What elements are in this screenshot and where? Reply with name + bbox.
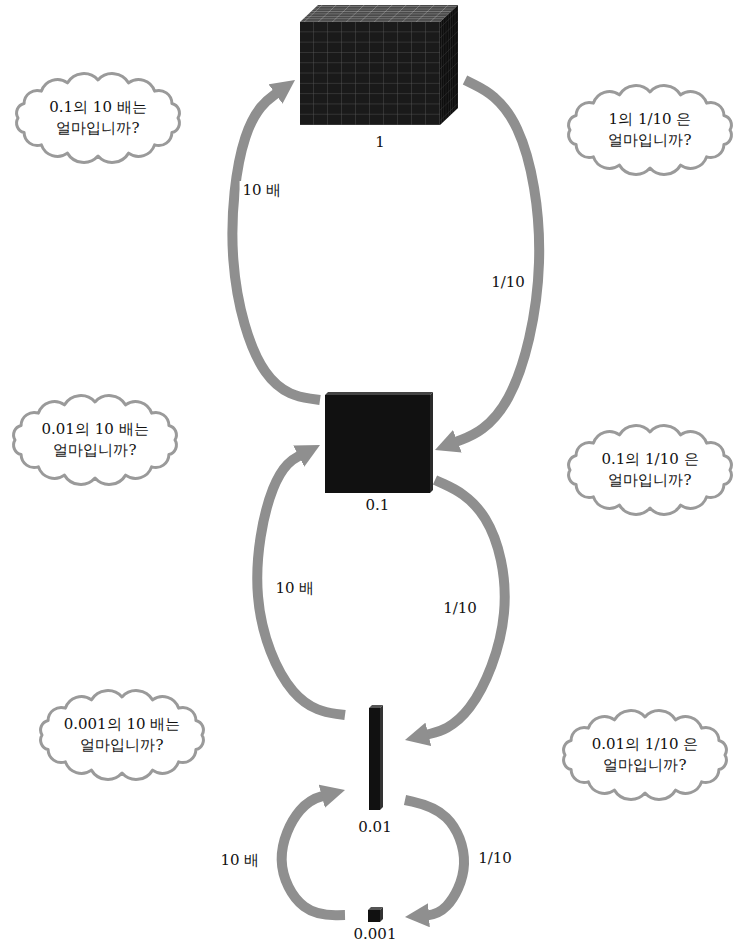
arrow-label: 10 배 [218,851,263,869]
rod-block [369,705,383,810]
cube-front-grid [300,22,440,125]
question-cloud: 0.01의 10 배는 얼마입니까? [4,391,186,489]
cloud-outline [31,686,213,784]
block-figure: 1 [295,0,465,150]
arrow-label: 10 배 [240,181,285,199]
cloud-path [17,74,180,163]
rod-side [380,705,383,810]
block-figure: 0.1 [320,388,435,513]
question-cloud: 1의 1/10 은 얼마입니까? [559,81,741,179]
question-cloud: 0.1의 1/10 은 얼마입니까? [559,421,741,519]
cloud-outline [559,421,741,519]
scale-arrow [257,453,345,715]
cloud-outline [554,706,736,804]
question-text: 0.1의 1/10 은 얼마입니까? [586,449,714,491]
value-label: 0.1 [366,497,390,513]
unit-side [380,907,383,922]
cloud-path [41,691,204,780]
cloud-outline [7,69,189,167]
cube-side-grid [440,5,458,125]
value-label: 0.01 [358,819,391,835]
cloud-path [569,86,732,175]
cube-top [300,5,458,22]
flat-block [325,392,433,493]
question-text: 0.1의 10 배는 얼마입니까? [34,97,162,139]
flat-top [325,392,433,395]
arrow-label: 1/10 [488,273,528,291]
question-text: 0.001의 10 배는 얼마입니까? [58,714,186,756]
cube-top-grid [300,5,458,22]
question-cloud: 0.001의 10 배는 얼마입니까? [31,686,213,784]
flat-side [430,392,433,493]
flat-front [325,395,430,493]
arrow-label: 1/10 [440,599,480,617]
scale-arrow [422,480,504,736]
cloud-path [569,426,732,515]
question-text: 1의 1/10 은 얼마입니까? [586,109,714,151]
scale-arrow [232,90,320,400]
rod-front [369,708,380,810]
value-label: 0.001 [354,926,397,942]
unit-front [368,910,380,922]
unit-cube [368,907,383,922]
cube-side [440,5,458,125]
cloud-path [14,396,177,485]
cube-front [300,22,440,125]
question-text: 0.01의 1/10 은 얼마입니까? [581,734,709,776]
scale-arrow [405,800,464,916]
question-text: 0.01의 10 배는 얼마입니까? [31,419,159,461]
block-figure: 0.01 [345,700,405,835]
cloud-path [564,711,727,800]
block-figure: 0.001 [345,900,405,942]
value-label: 1 [375,134,385,150]
cloud-outline [4,391,186,489]
scale-arrow [452,80,539,443]
connector-group [232,80,539,916]
thousand-cube [300,5,458,125]
cloud-outline [559,81,741,179]
question-cloud: 0.01의 1/10 은 얼마입니까? [554,706,736,804]
question-cloud: 0.1의 10 배는 얼마입니까? [7,69,189,167]
scale-arrow [282,795,345,916]
arrow-label: 1/10 [475,849,515,867]
arrow-label: 10 배 [273,579,318,597]
